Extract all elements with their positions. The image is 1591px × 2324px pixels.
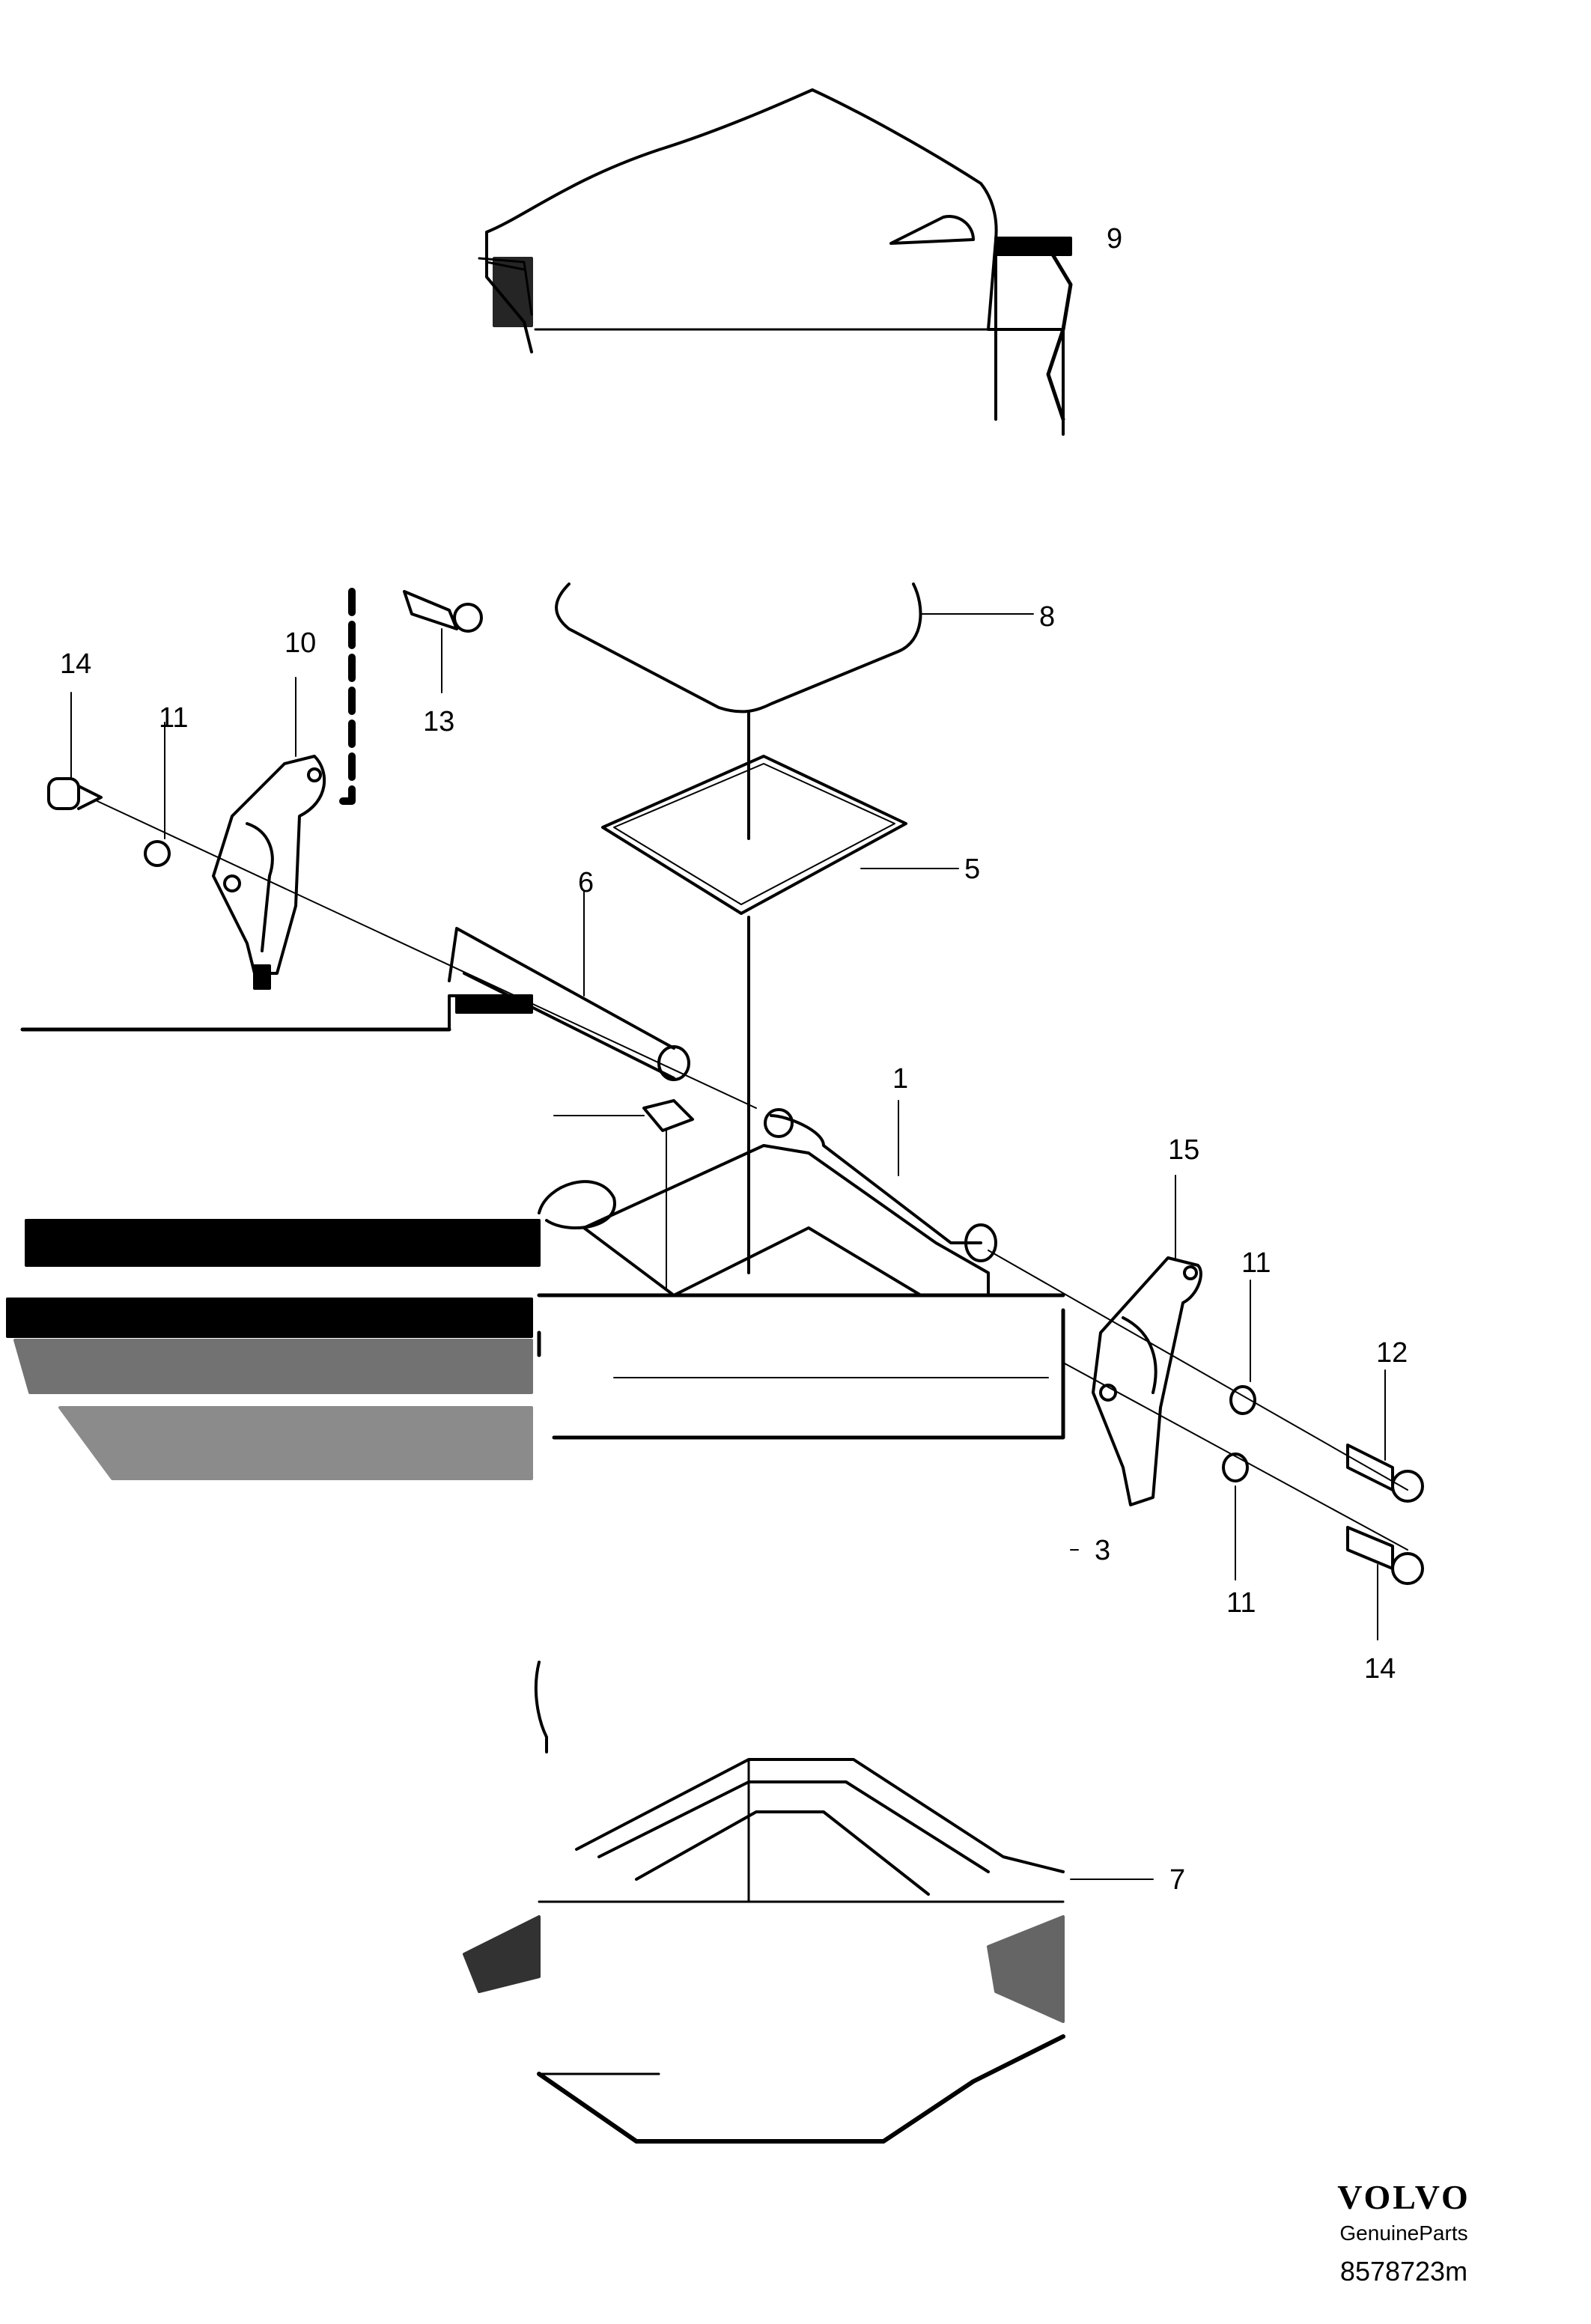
callout-11: 11 [1226, 1587, 1256, 1619]
callout-8: 8 [1039, 601, 1056, 633]
callout-10: 10 [285, 627, 317, 659]
callout-3: 3 [1095, 1535, 1111, 1566]
leader-lines [860, 239, 1079, 1551]
callout-14: 14 [1364, 1653, 1396, 1685]
diagram-id: 8578723m [1339, 2256, 1468, 2287]
part-14-left-screw [47, 692, 103, 810]
part-11-right-washer-lower [1222, 1452, 1249, 1581]
callout-5: 5 [964, 854, 981, 885]
part-8-armrest-pad [555, 582, 922, 840]
brand-subtitle: GenuineParts [1339, 2221, 1468, 2245]
part-11-right-washer-upper [1229, 1280, 1256, 1415]
callout-1: 1 [892, 1063, 909, 1095]
part-1-console-frame [537, 1100, 1065, 1440]
callout-11: 11 [1241, 1247, 1271, 1279]
part-12-screw [1346, 1369, 1424, 1503]
part-5-mat [601, 755, 907, 1274]
callout-14: 14 [60, 648, 92, 680]
part-13-screw [333, 588, 483, 805]
callout-7: 7 [1169, 1864, 1186, 1896]
small-pad [553, 1099, 694, 1289]
callout-11: 11 [159, 702, 189, 734]
volvo-logo: VOLVO [1337, 2178, 1470, 2216]
part-6-rod [448, 890, 690, 1081]
part-7-lower-tray [463, 1661, 1154, 2144]
part-14-right-screw [1346, 1526, 1424, 1640]
callout-6: 6 [578, 867, 594, 898]
console-side-panel [6, 994, 541, 1480]
callout-12: 12 [1376, 1337, 1408, 1369]
part-9-upper-cover [478, 88, 1073, 436]
callout-15: 15 [1168, 1134, 1200, 1166]
part-10-left-bracket [212, 677, 326, 990]
callout-9: 9 [1107, 223, 1123, 255]
part-15-right-bracket [1092, 1175, 1202, 1506]
part-11-left-washer [144, 722, 171, 867]
brand-block: VOLVO GenuineParts 8578723m [1299, 2177, 1509, 2287]
callout-13: 13 [423, 706, 455, 737]
